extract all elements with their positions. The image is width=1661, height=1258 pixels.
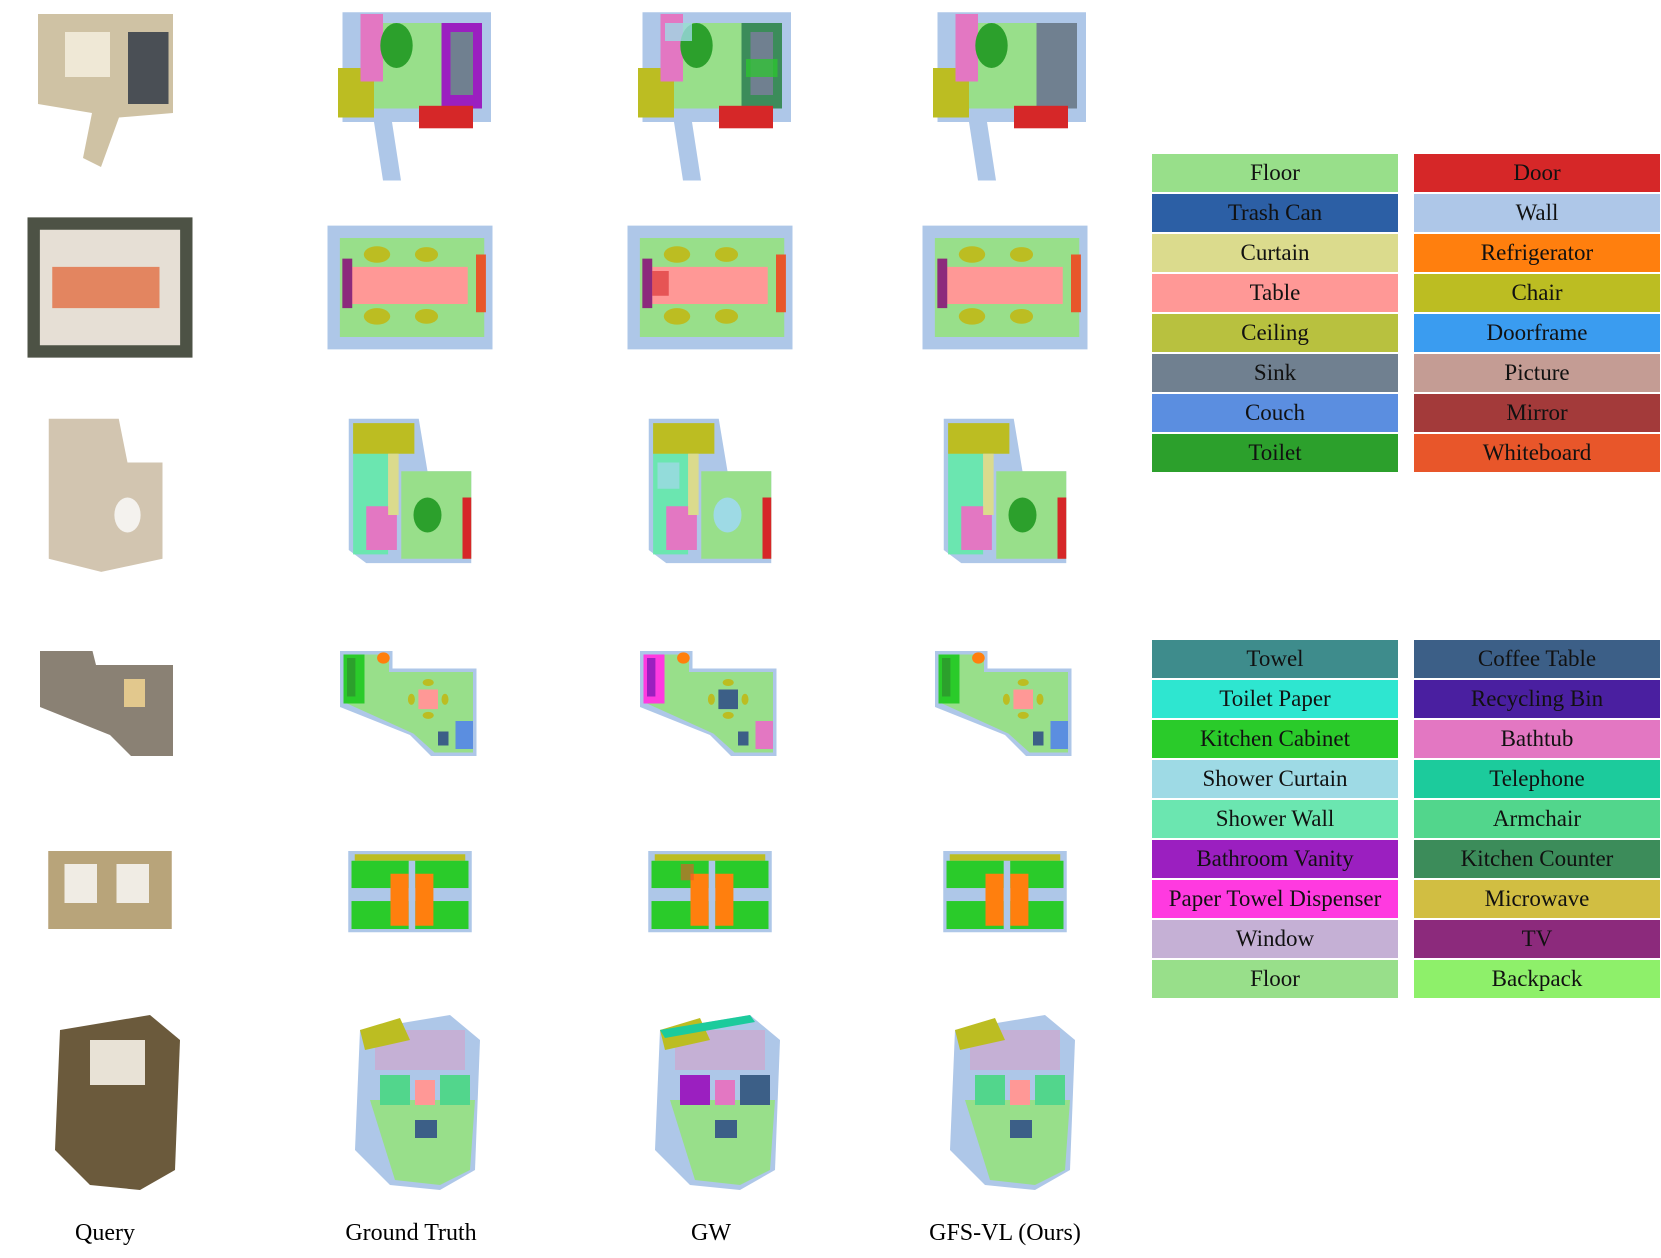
legend-item-picture: Picture xyxy=(1414,354,1660,392)
scene-3-gw-image xyxy=(600,410,820,585)
legend-item-microwave: Microwave xyxy=(1414,880,1660,918)
legend-item-shower-curtain: Shower Curtain xyxy=(1152,760,1398,798)
scene-6-gfs-vl-image xyxy=(895,1000,1115,1200)
legend-item-kitchen-counter: Kitchen Counter xyxy=(1414,840,1660,878)
scene-4-query-image xyxy=(0,630,220,770)
legend-item-toilet: Toilet xyxy=(1152,434,1398,472)
legend-item-whiteboard: Whiteboard xyxy=(1414,434,1660,472)
column-label-gfs-vl: GFS-VL (Ours) xyxy=(929,1220,1081,1246)
legend-item-recycling-bin: Recycling Bin xyxy=(1414,680,1660,718)
legend-item-telephone: Telephone xyxy=(1414,760,1660,798)
scene-1-gfs-vl-image xyxy=(895,5,1115,185)
legend-item-floor: Floor xyxy=(1152,960,1398,998)
legend-item-sink: Sink xyxy=(1152,354,1398,392)
legend-item-toilet-paper: Toilet Paper xyxy=(1152,680,1398,718)
legend-item-bathroom-vanity: Bathroom Vanity xyxy=(1152,840,1398,878)
legend-item-coffee-table: Coffee Table xyxy=(1414,640,1660,678)
scene-5-gfs-vl-image xyxy=(895,825,1115,955)
legend-item-chair: Chair xyxy=(1414,274,1660,312)
legend-item-armchair: Armchair xyxy=(1414,800,1660,838)
legend-item-couch: Couch xyxy=(1152,394,1398,432)
column-label-ground-truth: Ground Truth xyxy=(345,1220,477,1246)
scene-2-gw-image xyxy=(600,205,820,370)
scene-3-ground-truth-image xyxy=(300,410,520,585)
column-label-gw: GW xyxy=(691,1220,731,1246)
scene-5-ground-truth-image xyxy=(300,825,520,955)
scene-1-gw-image xyxy=(600,5,820,185)
column-label-query: Query xyxy=(75,1220,135,1246)
legend-item-window: Window xyxy=(1152,920,1398,958)
scene-6-query-image xyxy=(0,1000,220,1200)
scene-2-query-image xyxy=(0,205,220,370)
scene-6-gw-image xyxy=(600,1000,820,1200)
legend-item-doorframe: Doorframe xyxy=(1414,314,1660,352)
scene-4-gw-image xyxy=(600,630,820,770)
legend-item-table: Table xyxy=(1152,274,1398,312)
legend-item-ceiling: Ceiling xyxy=(1152,314,1398,352)
scene-4-gfs-vl-image xyxy=(895,630,1115,770)
scene-1-query-image xyxy=(0,5,220,185)
scene-1-ground-truth-image xyxy=(300,5,520,185)
legend-item-towel: Towel xyxy=(1152,640,1398,678)
legend-item-wall: Wall xyxy=(1414,194,1660,232)
comparison-grid xyxy=(0,5,1115,1200)
legend-item-backpack: Backpack xyxy=(1414,960,1660,998)
scene-3-gfs-vl-image xyxy=(895,410,1115,585)
scene-2-ground-truth-image xyxy=(300,205,520,370)
legend-item-refrigerator: Refrigerator xyxy=(1414,234,1660,272)
legend-item-curtain: Curtain xyxy=(1152,234,1398,272)
legend-item-door: Door xyxy=(1414,154,1660,192)
legend-item-paper-towel-dispenser: Paper Towel Dispenser xyxy=(1152,880,1398,918)
legend-item-mirror: Mirror xyxy=(1414,394,1660,432)
scene-2-gfs-vl-image xyxy=(895,205,1115,370)
scene-6-ground-truth-image xyxy=(300,1000,520,1200)
legend-item-bathtub: Bathtub xyxy=(1414,720,1660,758)
legend-item-shower-wall: Shower Wall xyxy=(1152,800,1398,838)
legend-item-trash-can: Trash Can xyxy=(1152,194,1398,232)
scene-4-ground-truth-image xyxy=(300,630,520,770)
legend-item-floor: Floor xyxy=(1152,154,1398,192)
legend-item-kitchen-cabinet: Kitchen Cabinet xyxy=(1152,720,1398,758)
scene-5-gw-image xyxy=(600,825,820,955)
scene-5-query-image xyxy=(0,825,220,955)
scene-3-query-image xyxy=(0,410,220,585)
legend-item-tv: TV xyxy=(1414,920,1660,958)
